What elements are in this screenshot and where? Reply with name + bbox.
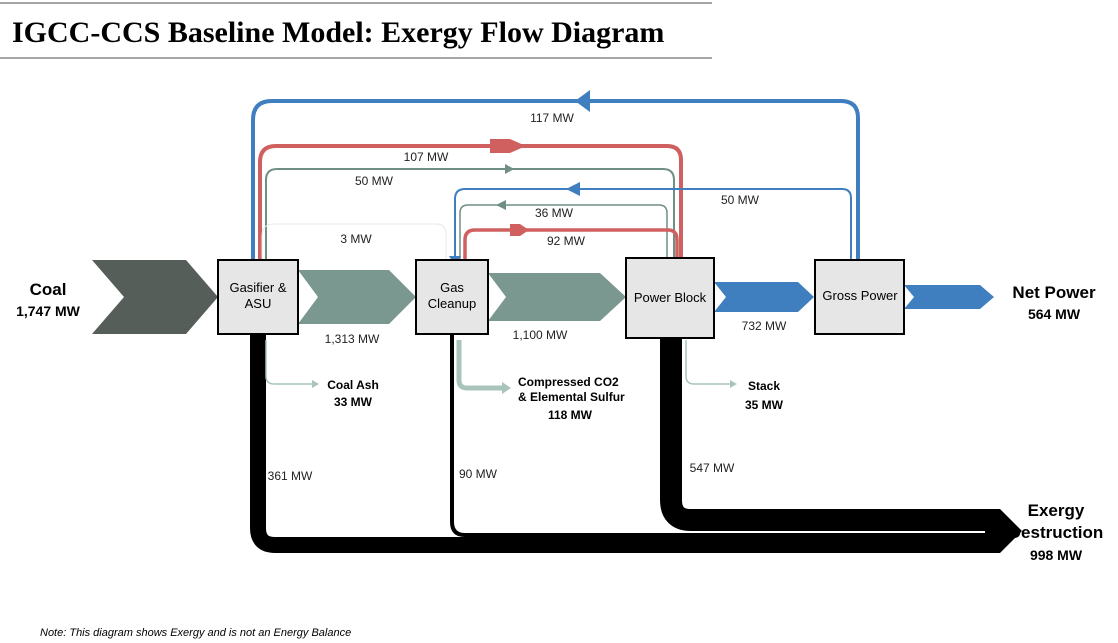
label-gasifier-destruction: 361 MW bbox=[268, 469, 313, 483]
label-cleanup-destruction: 90 MW bbox=[459, 467, 498, 481]
exergy-destruction-value: 998 MW bbox=[1030, 547, 1083, 563]
syngas-arrow-2 bbox=[488, 273, 626, 321]
recycle-flows bbox=[251, 90, 860, 266]
label-gasifier-to-power-block: 50 MW bbox=[355, 174, 394, 188]
label-cleanup-to-power-block: 1,100 MW bbox=[513, 328, 568, 342]
stack-arrowhead bbox=[730, 380, 737, 388]
node-power-block: Power Block bbox=[625, 257, 715, 339]
label-gross-to-cleanup: 50 MW bbox=[721, 193, 760, 207]
power-arrow-1 bbox=[714, 282, 814, 312]
flow-gross-to-gasifier bbox=[251, 99, 860, 262]
co2-sulfur-label-line1: Compressed CO2 bbox=[518, 375, 619, 389]
page-title: IGCC-CCS Baseline Model: Exergy Flow Dia… bbox=[12, 16, 664, 49]
net-power-label: Net Power bbox=[1012, 283, 1096, 302]
co2-sulfur-flow bbox=[456, 340, 502, 391]
coal-ash-flow bbox=[265, 340, 312, 385]
node-gas-cleanup-label-line2: Cleanup bbox=[428, 296, 476, 311]
node-power-block-box bbox=[625, 257, 715, 339]
node-gross-power: Gross Power bbox=[814, 259, 905, 335]
destruction-flows bbox=[250, 335, 1022, 553]
flow-gasifier-to-power-block bbox=[265, 168, 675, 262]
stack-label: Stack bbox=[748, 379, 780, 393]
flow-gasifier-to-cleanup-small bbox=[261, 223, 447, 262]
flow-power-block-to-gasifier-arrowhead bbox=[490, 139, 526, 153]
label-power-block-to-gross: 732 MW bbox=[742, 319, 787, 333]
stack-flow bbox=[685, 340, 730, 385]
flow-cleanup-to-power-block-red-arrowhead bbox=[510, 224, 529, 236]
cleanup-destruction-flow bbox=[450, 335, 1000, 537]
flow-gross-to-cleanup bbox=[454, 188, 852, 262]
node-gross-power-box bbox=[814, 259, 905, 335]
coal-label: Coal bbox=[30, 280, 67, 299]
flow-cleanup-to-power-block-red bbox=[463, 228, 679, 262]
co2-sulfur-value: 118 MW bbox=[548, 408, 593, 422]
stack-value: 35 MW bbox=[745, 398, 784, 412]
label-cleanup-to-power-block-red: 92 MW bbox=[547, 234, 586, 248]
exergy-destruction-label-line1: Exergy bbox=[1028, 501, 1085, 520]
node-gross-power-label: Gross Power bbox=[822, 288, 898, 303]
co2-sulfur-label-line2: & Elemental Sulfur bbox=[518, 390, 625, 404]
net-power-arrow bbox=[904, 285, 994, 309]
label-gasifier-to-cleanup-small: 3 MW bbox=[340, 232, 372, 246]
label-power-block-destruction: 547 MW bbox=[690, 461, 735, 475]
flow-power-block-to-gasifier bbox=[258, 144, 683, 262]
node-gas-cleanup-label-line1: Gas bbox=[440, 280, 464, 295]
node-gas-cleanup: Gas Cleanup bbox=[415, 259, 489, 335]
label-power-block-to-gasifier: 107 MW bbox=[404, 150, 449, 164]
flow-gasifier-to-power-block-arrowhead bbox=[505, 164, 514, 174]
label-gross-to-gasifier: 117 MW bbox=[530, 111, 574, 125]
flow-gross-to-cleanup-arrowhead bbox=[566, 182, 580, 196]
power-block-destruction-flow bbox=[660, 335, 1000, 531]
flow-gross-to-gasifier-arrowhead bbox=[575, 90, 590, 112]
coal-input-arrow bbox=[92, 260, 218, 334]
exergy-destruction-label-line2: Destruction bbox=[1009, 523, 1103, 542]
coal-value: 1,747 MW bbox=[16, 303, 81, 319]
main-flows bbox=[92, 260, 994, 334]
flow-power-block-to-cleanup-arrowhead bbox=[496, 200, 506, 210]
node-gasifier-label-line1: Gasifier & bbox=[229, 280, 286, 295]
flow-power-block-to-cleanup bbox=[459, 204, 668, 262]
coal-ash-arrowhead bbox=[312, 380, 319, 388]
minor-outflows bbox=[265, 340, 737, 394]
node-gasifier: Gasifier & ASU bbox=[217, 259, 299, 335]
co2-sulfur-arrowhead bbox=[502, 382, 511, 394]
node-gas-cleanup-box bbox=[415, 259, 489, 335]
node-gasifier-label-line2: ASU bbox=[245, 296, 272, 311]
syngas-arrow-1 bbox=[298, 270, 416, 324]
node-gasifier-box bbox=[217, 259, 299, 335]
coal-ash-label: Coal Ash bbox=[327, 378, 379, 392]
net-power-value: 564 MW bbox=[1028, 306, 1081, 322]
label-gasifier-to-cleanup: 1,313 MW bbox=[325, 332, 380, 346]
footnote: Note: This diagram shows Exergy and is n… bbox=[40, 627, 351, 639]
coal-ash-value: 33 MW bbox=[334, 395, 373, 409]
node-power-block-label: Power Block bbox=[634, 290, 707, 305]
gasifier-destruction-flow bbox=[250, 335, 1000, 553]
label-power-block-to-cleanup: 36 MW bbox=[535, 206, 574, 220]
destruction-arrowhead bbox=[985, 509, 1022, 553]
